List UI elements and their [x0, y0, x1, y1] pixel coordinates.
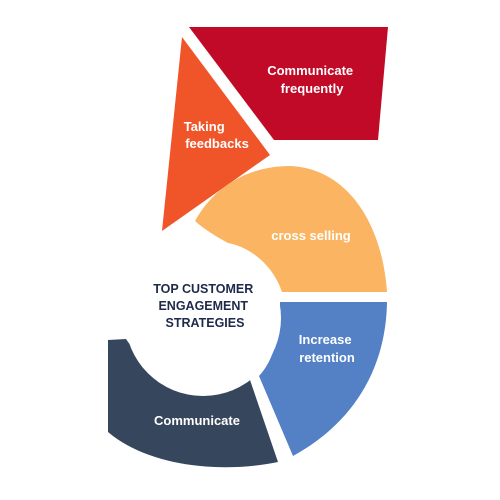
center-title: TOP CUSTOMER ENGAGEMENT STRATEGIES — [153, 282, 257, 330]
label-increase-retention: Increase retention — [299, 332, 355, 365]
label-cross-selling: cross selling — [271, 228, 351, 243]
segment-taking-feedbacks — [162, 37, 270, 231]
segment-increase-retention — [259, 302, 387, 456]
segment-cross-selling — [195, 166, 387, 292]
center-circle — [125, 240, 281, 396]
segment-communicate-frequently — [189, 27, 388, 140]
label-taking-feedbacks: Taking feedbacks — [184, 119, 249, 151]
label-communicate-frequently: Communicate frequently — [267, 63, 357, 96]
label-communicate: Communicate — [154, 413, 240, 428]
